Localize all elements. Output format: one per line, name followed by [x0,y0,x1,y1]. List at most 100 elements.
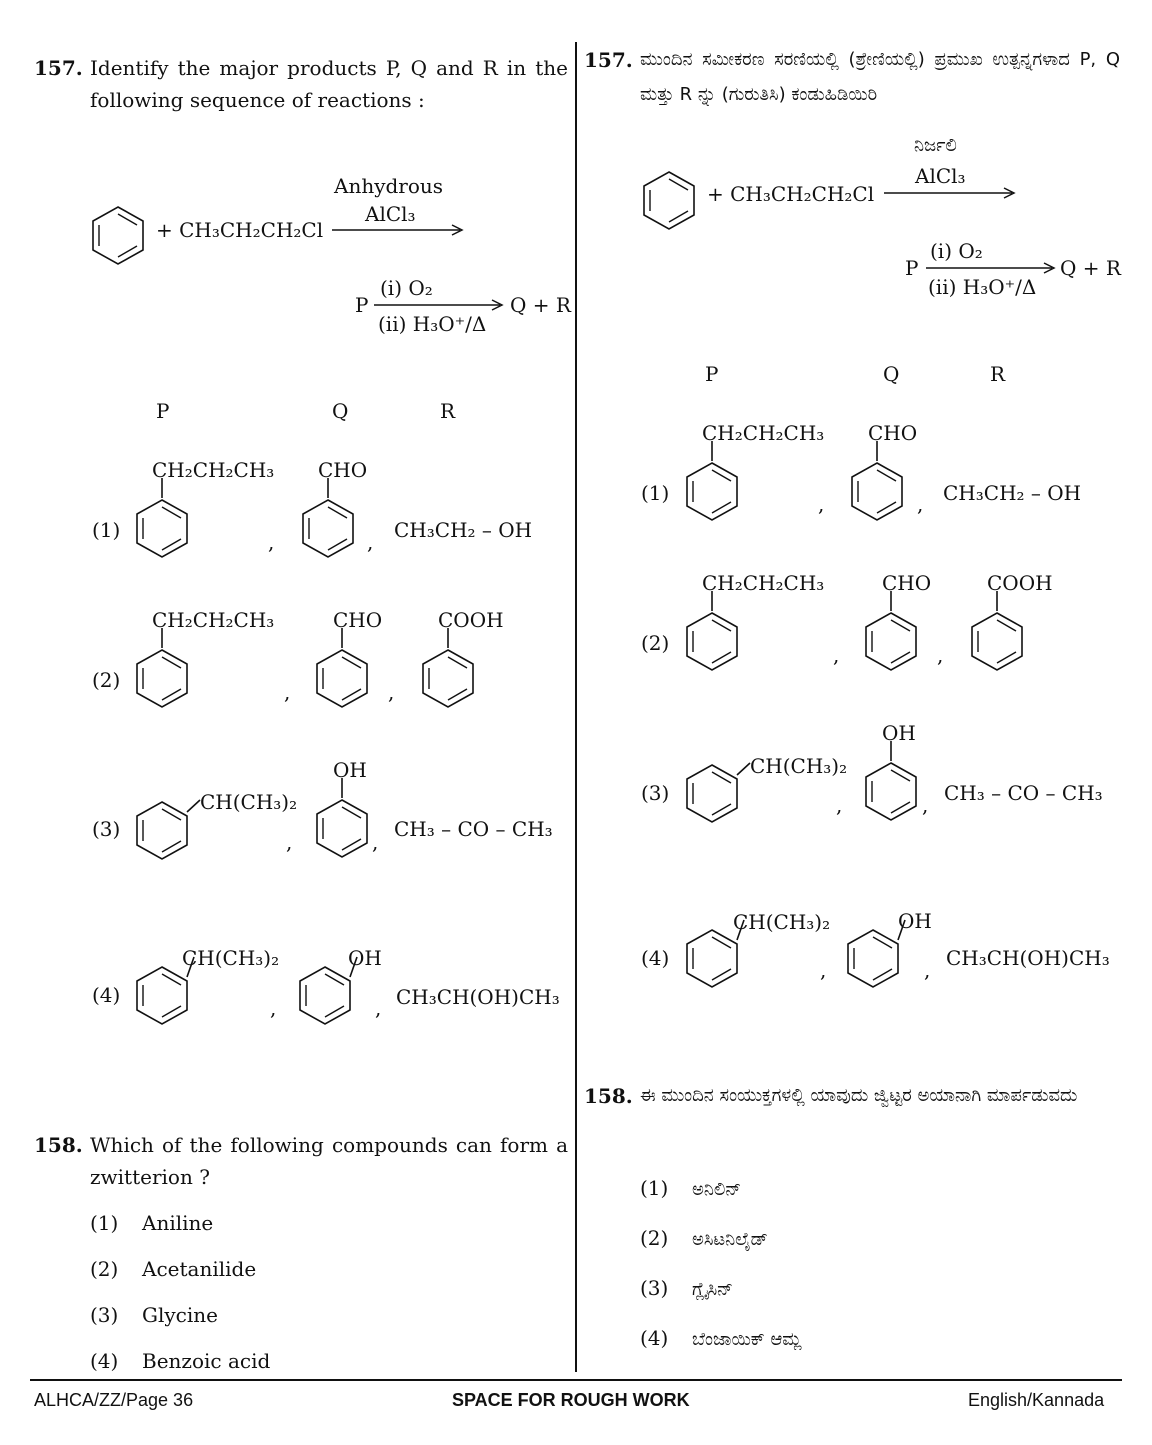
comma: , [833,643,840,667]
option-q-substituent: CHO [882,571,932,595]
comma: , [270,996,277,1020]
option-number: (3) [90,1303,119,1327]
option-r: CH₃CH₂ – OH [394,518,533,542]
benzene-ring-icon [136,956,195,1025]
comma: , [818,492,825,516]
step2-products: Q + R [1060,256,1121,280]
comma: , [367,530,374,554]
benzene-ring-icon [136,478,188,558]
reagent-bottom: AlCl₃ [365,202,416,226]
comma: , [820,958,827,982]
option-q-substituent: OH [333,758,367,782]
reagent-top: ನಿರ್ಜಲಿ [914,135,957,156]
column-header-q: Q [883,362,900,386]
benzene-ring-reactant [643,171,695,230]
question-number: 158. [34,1133,83,1157]
footer-rough-work: SPACE FOR ROUGH WORK [452,1390,690,1410]
question-text: Which of the following compounds can for… [90,1133,568,1189]
comma: , [388,680,395,704]
option-number[interactable]: (1) [92,518,121,542]
option-number: (4) [90,1349,119,1373]
step2-products: Q + R [510,293,571,317]
comma: , [924,958,931,982]
benzene-ring-icon [686,762,751,823]
option-q-substituent: CHO [333,608,383,632]
option-number: (1) [640,1176,669,1200]
option-r: CH₃ – CO – CH₃ [944,781,1103,805]
option-number[interactable]: (4) [641,946,670,970]
comma: , [937,643,944,667]
benzene-ring-icon [971,591,1023,671]
option-number[interactable]: (4) [92,983,121,1007]
comma: , [375,996,382,1020]
step2-reagent-top: (i) O₂ [930,239,983,263]
comma: , [284,680,291,704]
benzene-ring-icon [686,441,738,521]
option-number: (2) [90,1257,119,1281]
comma: , [372,830,379,854]
option-p-substituent: CH₂CH₂CH₃ [152,608,275,632]
option-number[interactable]: (1) [641,481,670,505]
question-text: ಮುಂದಿನ ಸಮೀಕರಣ ಸರಣಿಯಲ್ಲಿ (ಶ್ರೇಣಿಯಲ್ಲಿ) ಪ್… [640,49,1120,105]
column-divider [575,42,577,1372]
reaction-arrow [884,187,1016,199]
option-number[interactable]: (2) [92,668,121,692]
option-number[interactable]: (3) [641,781,670,805]
option-r-substituent: COOH [438,608,504,632]
option-number: (2) [640,1226,669,1250]
step2-reagent-bottom: (ii) H₃O⁺/Δ [928,275,1037,299]
benzene-ring-icon [136,628,188,708]
option-p-substituent: CH(CH₃)₂ [182,946,280,970]
benzene-ring-icon [851,441,903,521]
reactant-formula: + CH₃CH₂CH₂Cl [156,218,324,242]
option-q-substituent: OH [898,909,932,933]
option-p-substituent: CH₂CH₂CH₃ [702,571,825,595]
step2-reagent-bottom: (ii) H₃O⁺/Δ [378,312,487,336]
option-number: (3) [640,1276,669,1300]
question-text: Identify the major products P, Q and R i… [90,56,568,112]
option-text: ಬೆಂಜಾಯಿಕ್ ಆಮ್ಲ [692,1329,802,1350]
benzene-ring-icon [686,919,745,988]
option-q-substituent: OH [882,721,916,745]
option-number[interactable]: (3) [92,817,121,841]
step2-reactant: P [355,293,369,317]
option-r: CH₃CH(OH)CH₃ [396,985,560,1009]
step2-reagent-top: (i) O₂ [380,276,433,300]
option-r: CH₃CH(OH)CH₃ [946,946,1110,970]
option-p-substituent: CH(CH₃)₂ [200,790,298,814]
benzene-ring-icon [302,478,354,558]
reagent-top: Anhydrous [334,174,444,198]
benzene-ring-icon [316,628,368,708]
comma: , [286,830,293,854]
option-number[interactable]: (2) [641,631,670,655]
option-text: ಗ್ಲೈಸಿನ್ [692,1279,734,1300]
column-header-r: R [440,399,456,423]
column-header-q: Q [332,399,349,423]
option-text: Acetanilide [142,1257,257,1281]
option-r-substituent: COOH [987,571,1053,595]
benzene-ring-icon [865,741,917,821]
option-r: CH₃CH₂ – OH [943,481,1082,505]
reaction-arrow [332,224,464,236]
footer-rule [30,1379,1122,1381]
benzene-ring-reactant [92,206,144,265]
benzene-ring-icon [316,778,368,858]
comma: , [917,492,924,516]
option-p-substituent: CH(CH₃)₂ [750,754,848,778]
option-text: Aniline [142,1211,214,1235]
step2-arrow [374,299,504,311]
comma: , [836,793,843,817]
option-number: (1) [90,1211,119,1235]
option-text: ಅನಿಲಿನ್ [692,1179,742,1200]
comma: , [268,530,275,554]
option-text: Benzoic acid [142,1349,271,1373]
column-header-p: P [156,399,170,423]
step2-arrow [926,262,1056,274]
option-text: ಅಸಿಟನಿಲೈಡ್ [692,1229,768,1250]
option-text: Glycine [142,1303,218,1327]
option-r: CH₃ – CO – CH₃ [394,817,553,841]
question-number: 158. [584,1084,633,1108]
option-q-substituent: CHO [868,421,918,445]
question-number: 157. [584,48,633,72]
